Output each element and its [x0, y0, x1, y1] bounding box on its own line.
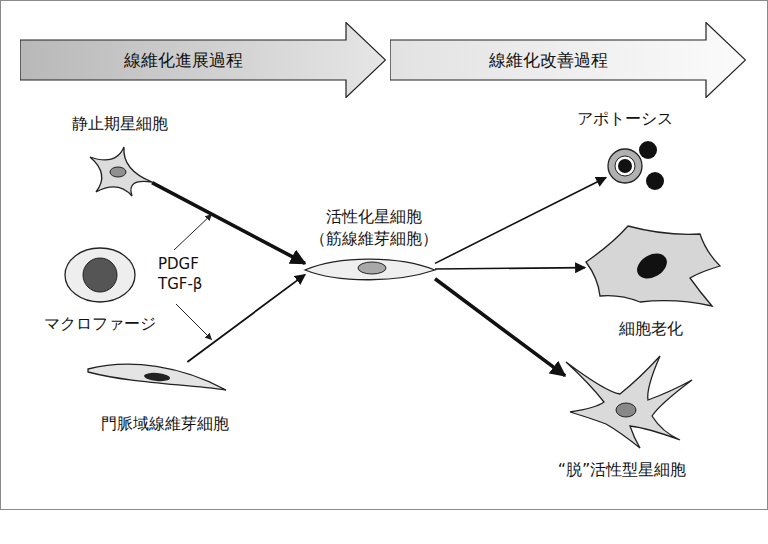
- cell-label: マクロファージ: [25, 313, 175, 335]
- cell-label: 静止期星細胞: [45, 113, 195, 135]
- band-outline: [390, 23, 746, 98]
- flow-arrow: [435, 177, 606, 263]
- cell-node: “脱”活性型星細胞: [565, 355, 693, 449]
- apoptotic-cell: [608, 149, 642, 183]
- cell-nucleus: [83, 258, 117, 292]
- process-band: 線維化改善過程: [390, 22, 746, 98]
- cell-label: 門脈域線維芽細胞: [70, 413, 260, 435]
- process-band: 線維化進展過程: [20, 22, 386, 98]
- cell-ring: [615, 156, 635, 176]
- signal-arrow: [176, 304, 212, 340]
- cell-nucleus: [616, 403, 636, 417]
- cell-nucleus: [144, 372, 171, 382]
- cell-node: 門脈域線維芽細胞: [88, 362, 226, 392]
- quiescent-cell: [90, 147, 152, 196]
- cell-node: 活性化星細胞 （筋線維芽細胞）: [305, 255, 435, 283]
- cell-nucleus: [358, 262, 386, 274]
- cell-label: 活性化星細胞 （筋線維芽細胞）: [308, 206, 440, 250]
- flow-arrow: [187, 275, 305, 362]
- activated-cell: [305, 259, 435, 280]
- signal-label: PDGF: [158, 254, 199, 274]
- signal-arrow: [174, 214, 212, 250]
- cell-nucleus: [618, 159, 632, 173]
- cell-label: “脱”活性型星細胞: [527, 459, 717, 481]
- band-label: 線維化進展過程: [20, 40, 346, 80]
- cell-nucleus: [633, 248, 672, 283]
- fibroblast-cell: [88, 364, 226, 390]
- band-label: 線維化改善過程: [390, 40, 706, 80]
- cell-node: マクロファージ: [63, 246, 137, 304]
- frame: [1, 1, 768, 510]
- signal-label: TGF-β: [158, 274, 202, 294]
- cell-node: アポトーシス: [606, 140, 666, 192]
- flow-arrow: [152, 183, 305, 264]
- cell-node: 静止期星細胞: [88, 148, 152, 196]
- deactivated-cell: [566, 356, 692, 448]
- flow-arrow: [435, 268, 585, 269]
- cell-label: アポトーシス: [550, 108, 700, 130]
- band-outline: [20, 23, 386, 98]
- cell-nucleus: [110, 167, 126, 177]
- senescent-cell: [586, 226, 720, 306]
- apoptotic-body: [639, 141, 657, 159]
- flow-arrow: [435, 279, 565, 376]
- macrophage-cell: [65, 248, 135, 302]
- cell-node: 細胞老化: [585, 225, 721, 307]
- cell-label: 細胞老化: [586, 318, 716, 340]
- apoptotic-body: [646, 172, 664, 190]
